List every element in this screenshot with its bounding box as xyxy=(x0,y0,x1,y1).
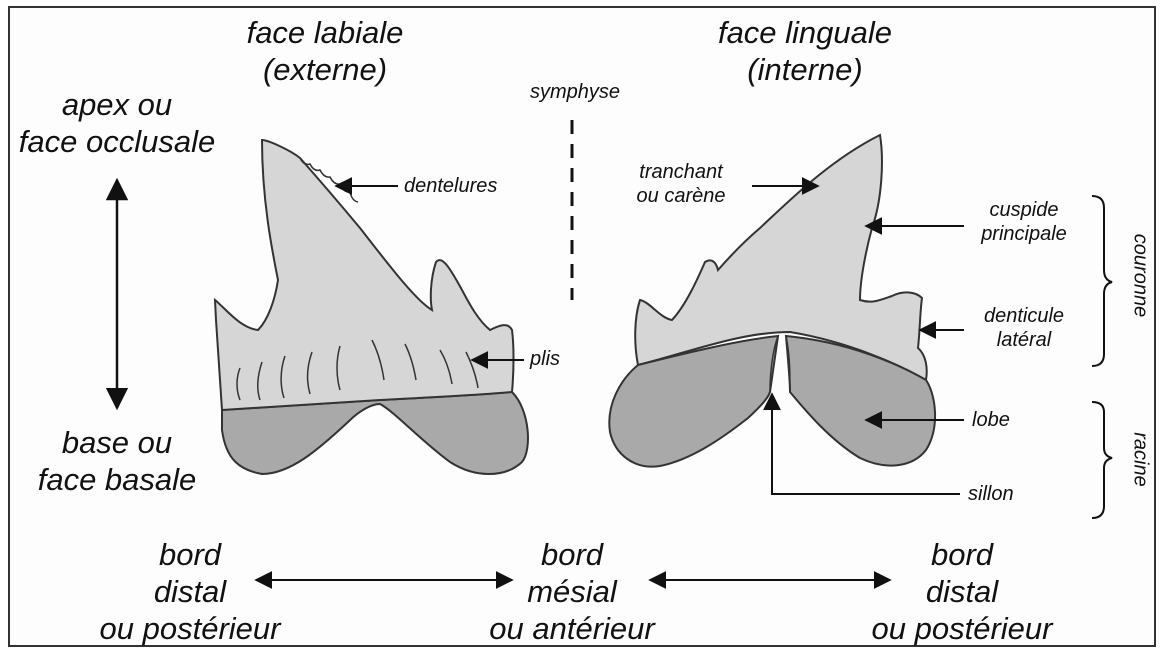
apex-label: apex ou face occlusale xyxy=(10,86,224,160)
cuspide-line2: principale xyxy=(964,222,1084,246)
apex-line1: apex ou xyxy=(10,86,224,123)
tranchant-line1: tranchant xyxy=(614,160,748,184)
bord-distal-right-line2: distal xyxy=(852,573,1072,610)
bord-distal-left-line1: bord xyxy=(80,536,300,573)
lobe-label: lobe xyxy=(972,408,1010,432)
tranchant-line2: ou carène xyxy=(614,184,748,208)
couronne-label: couronne xyxy=(1129,221,1152,331)
lingual-heading-line2: (interne) xyxy=(690,51,920,88)
sillon-label: sillon xyxy=(968,482,1014,506)
base-line2: face basale xyxy=(10,461,224,498)
bord-distal-left-line3: ou postérieur xyxy=(80,610,300,647)
labial-heading: face labiale (externe) xyxy=(220,14,430,88)
couronne-brace xyxy=(1092,196,1112,366)
labial-heading-line1: face labiale xyxy=(220,14,430,51)
lingual-root-left-lobe xyxy=(609,336,778,467)
bord-mesial-line1: bord xyxy=(462,536,682,573)
lingual-heading-line1: face linguale xyxy=(690,14,920,51)
racine-brace xyxy=(1092,402,1112,518)
symphyse-label: symphyse xyxy=(510,80,640,104)
base-label: base ou face basale xyxy=(10,424,224,498)
apex-line2: face occlusale xyxy=(10,123,224,160)
bord-distal-right: bord distal ou postérieur xyxy=(852,536,1072,648)
bord-distal-left-line2: distal xyxy=(80,573,300,610)
bord-distal-right-line3: ou postérieur xyxy=(852,610,1072,647)
bord-mesial: bord mésial ou antérieur xyxy=(462,536,682,648)
denticule-line1: denticule xyxy=(964,304,1084,328)
dentelures-label: dentelures xyxy=(404,174,497,198)
labial-heading-line2: (externe) xyxy=(220,51,430,88)
bord-distal-left: bord distal ou postérieur xyxy=(80,536,300,648)
denticule-label: denticule latéral xyxy=(964,304,1084,352)
bord-distal-right-line1: bord xyxy=(852,536,1072,573)
tranchant-label: tranchant ou carène xyxy=(614,160,748,208)
cuspide-line1: cuspide xyxy=(964,198,1084,222)
bord-mesial-line3: ou antérieur xyxy=(462,610,682,647)
denticule-line2: latéral xyxy=(964,328,1084,352)
plis-label: plis xyxy=(530,347,560,371)
bord-mesial-line2: mésial xyxy=(462,573,682,610)
lingual-heading: face linguale (interne) xyxy=(690,14,920,88)
base-line1: base ou xyxy=(10,424,224,461)
cuspide-label: cuspide principale xyxy=(964,198,1084,246)
racine-label: racine xyxy=(1129,420,1152,500)
